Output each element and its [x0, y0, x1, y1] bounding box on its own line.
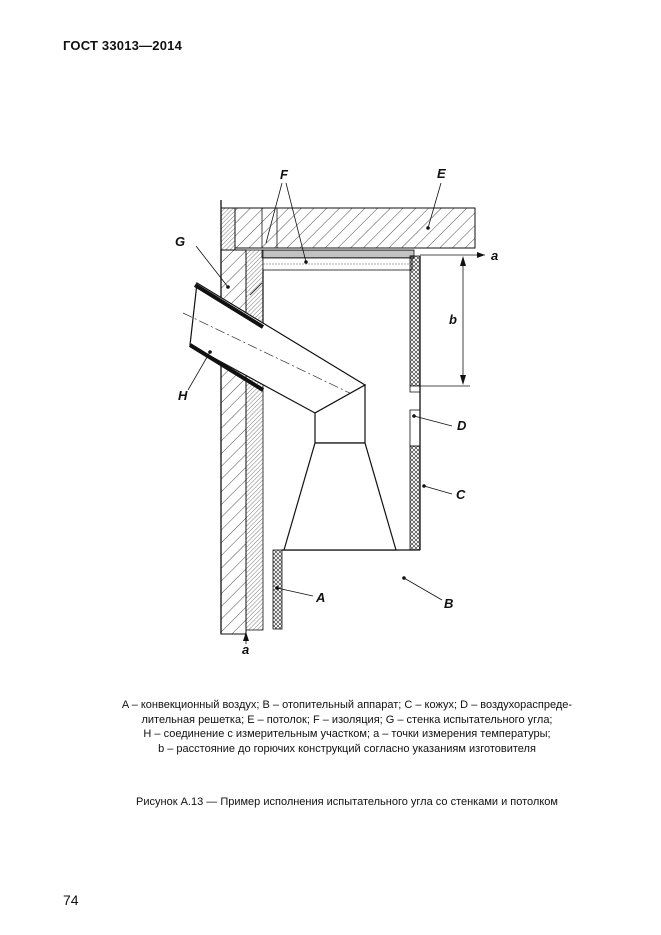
figure-caption: Рисунок А.13 — Пример исполнения испытат… — [136, 796, 558, 808]
dimension-b — [420, 254, 485, 387]
label-h: H — [178, 388, 188, 403]
label-a-bottom: a — [242, 642, 249, 657]
label-b-dimension: b — [449, 312, 457, 327]
ceiling — [220, 207, 476, 251]
label-g: G — [175, 234, 185, 249]
figure-legend: A – конвекционный воздух; B – отопительн… — [60, 698, 634, 756]
flue-connection — [182, 282, 367, 414]
label-a-top: a — [491, 248, 498, 263]
legend-line: H – соединение с измерительным участком;… — [143, 728, 551, 740]
document-header: ГОСТ 33013—2014 — [63, 38, 182, 53]
legend-line: лительная решетка; E – потолок; F – изол… — [141, 713, 553, 726]
label-f: F — [280, 167, 289, 182]
heating-appliance — [283, 383, 397, 551]
label-d: D — [457, 418, 467, 433]
legend-line: b – расстояние до горючих конструкций со… — [158, 742, 536, 755]
label-a-convection: A — [315, 590, 325, 605]
legend-line: A – конвекционный воздух; B – отопительн… — [121, 699, 573, 711]
leader-lines — [187, 182, 453, 644]
label-b-appliance: B — [444, 596, 453, 611]
label-c: C — [456, 487, 466, 502]
label-e: E — [437, 166, 446, 181]
page-number: 74 — [63, 892, 79, 908]
temperature-measurement-points — [208, 226, 485, 641]
test-corner-wall — [220, 200, 247, 635]
